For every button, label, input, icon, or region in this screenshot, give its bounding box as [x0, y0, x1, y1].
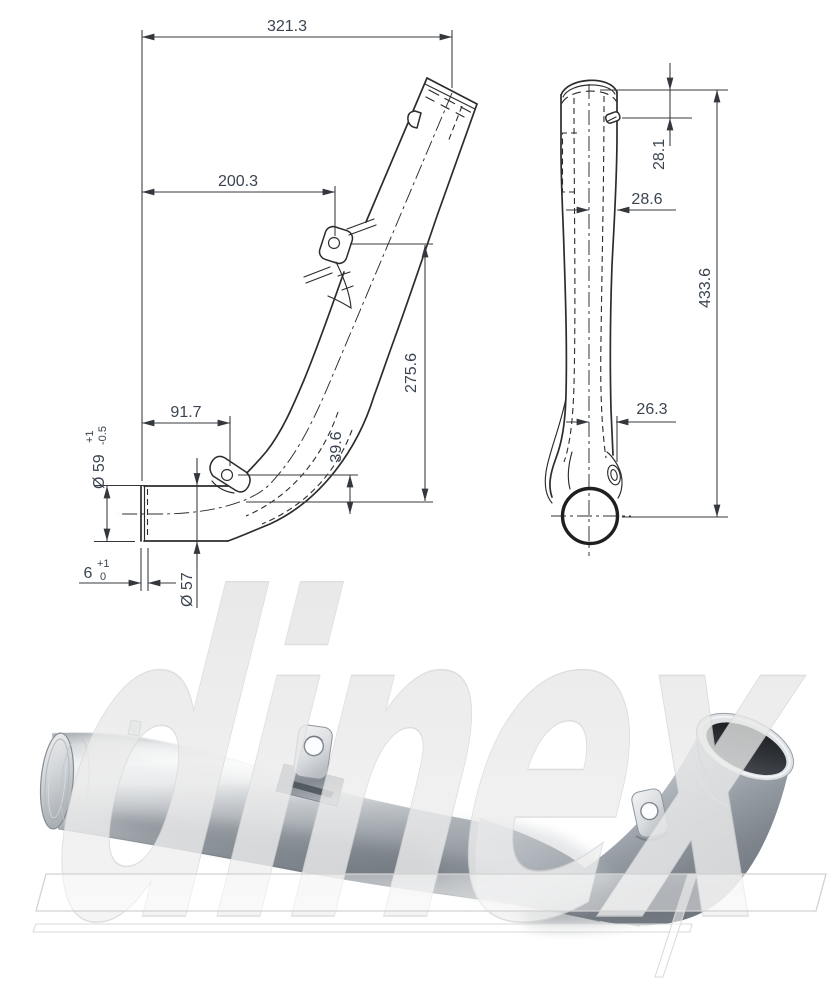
dim-lip-length: 6 — [84, 565, 93, 582]
swage-seam — [429, 811, 439, 893]
dim-total-height: 433.6 — [697, 268, 714, 308]
front-dimensions: 321.3 200.3 275.6 91.7 39.6 Ø 59 +1 -0.5 — [79, 18, 453, 608]
watermark: dinex — [3, 508, 838, 996]
outlet-circle — [560, 486, 620, 546]
pipe-shading-band — [101, 815, 499, 879]
mouth-bead-2 — [690, 752, 729, 807]
dim-bend-height: 39.6 — [328, 431, 345, 462]
fin-tab — [127, 719, 142, 737]
front-pipe-outline — [118, 77, 478, 542]
dim-pipe-diameter: Ø 57 — [179, 572, 196, 607]
inlet-end-cap — [39, 732, 75, 830]
mouth-bead-1 — [696, 741, 737, 801]
dim-total-width: 321.3 — [267, 18, 307, 35]
inlet-lip-ring — [60, 736, 90, 830]
dim-upper-height: 275.6 — [403, 353, 420, 393]
dim-lip-tol-plus: +1 — [97, 558, 110, 570]
render-mid-bracket — [275, 724, 345, 807]
dim-top-offset: 28.1 — [651, 139, 668, 170]
dim-inlet-diameter: Ø 59 +1 -0.5 — [84, 426, 109, 489]
side-view: 28.1 28.6 433.6 26.3 — [544, 63, 728, 556]
side-dimensions: 28.1 28.6 433.6 26.3 — [566, 63, 728, 518]
bend-bracket-hole-3d — [640, 801, 659, 821]
bend-bracket-hole — [220, 468, 234, 482]
top-ear-tab — [407, 110, 422, 129]
mid-bracket-hole — [327, 236, 341, 250]
watermark-underline-2 — [32, 923, 693, 933]
bend-bracket — [209, 455, 251, 494]
dim-lip-tol-minus: 0 — [100, 571, 106, 583]
svg-text:Ø 59: Ø 59 — [91, 454, 108, 489]
svg-text:+1: +1 — [84, 430, 96, 443]
dim-inlet-offset: 91.7 — [170, 404, 201, 421]
watermark-x-leg — [654, 873, 698, 978]
bracket-gap-shadow — [291, 781, 334, 798]
pipe-shading-blend — [427, 821, 613, 915]
svg-text:-0.5: -0.5 — [97, 426, 109, 445]
dim-bottom-radius: 26.3 — [636, 401, 667, 418]
mouth-bore — [706, 722, 787, 776]
front-view: 321.3 200.3 275.6 91.7 39.6 Ø 59 +1 -0.5 — [79, 18, 478, 608]
pipe-shading-dark — [520, 881, 710, 929]
dim-top-radius: 28.6 — [631, 191, 662, 208]
side-pipe-outline — [544, 79, 631, 556]
side-lower-bracket — [606, 451, 623, 499]
render-bend-bracket — [631, 788, 669, 842]
outlet-mouth — [690, 712, 795, 807]
side-top-tab — [604, 111, 621, 124]
dim-bracket-offset: 200.3 — [218, 173, 258, 190]
watermark-text: dinex — [4, 508, 838, 996]
pipe-bottom-edge — [57, 828, 641, 927]
watermark-underline-1 — [35, 873, 827, 912]
mid-bracket — [303, 218, 377, 310]
